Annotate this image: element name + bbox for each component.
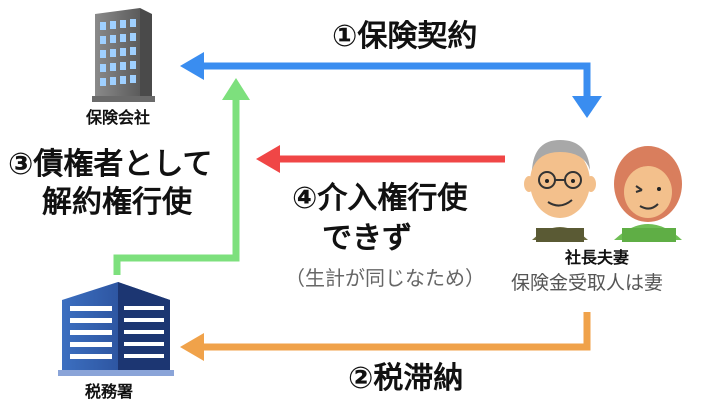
couple-illustration xyxy=(524,140,682,242)
couple-label: 社長夫妻 xyxy=(565,248,630,267)
wife-avatar-icon xyxy=(614,146,682,242)
contract-label: ①保険契約 xyxy=(332,19,478,54)
husband-avatar-icon xyxy=(524,140,596,242)
cannot-exercise-line2: できず xyxy=(322,221,412,256)
cannot-exercise-line1: ④介入権行使 xyxy=(292,181,468,216)
edge-cancel-arrow xyxy=(113,78,250,275)
couple-note: 保険金受取人は妻 xyxy=(511,272,664,294)
cancel-label-line2: 解約権行使 xyxy=(42,185,192,220)
edge-contract-arrow xyxy=(180,52,602,118)
tax-office-building-icon xyxy=(58,282,174,376)
edge-tax-arrears-arrow xyxy=(180,312,591,361)
tax-arrears-label: ②税滞納 xyxy=(348,361,464,396)
insurer-building-icon xyxy=(92,8,155,102)
insurer-label: 保険会社 xyxy=(86,108,151,127)
cannot-exercise-note: （生計が同じなため） xyxy=(285,266,485,290)
cancel-label-line1: ③債権者として xyxy=(8,147,213,182)
edge-cannot-exercise-arrow xyxy=(256,145,505,173)
tax-office-label: 税務署 xyxy=(85,382,134,401)
